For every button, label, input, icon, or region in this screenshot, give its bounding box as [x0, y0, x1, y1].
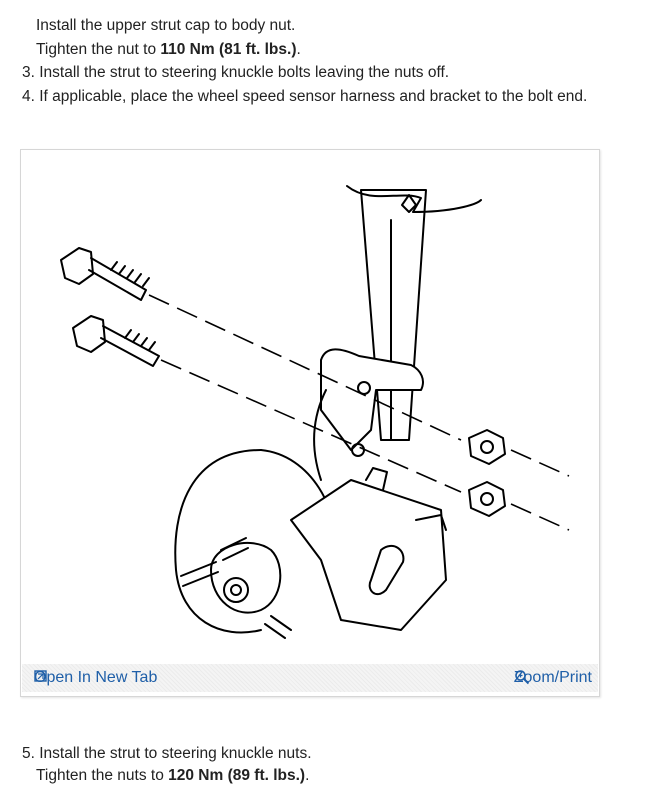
step-text: Install the strut to steering knuckle nu…	[39, 745, 312, 762]
step-number: 3.	[22, 64, 35, 81]
torque-prefix: Tighten the nuts to	[36, 767, 169, 784]
torque-suffix: .	[305, 767, 310, 784]
step-3: 3. Install the strut to steering knuckle…	[22, 63, 449, 83]
open-in-new-tab-label: Open In New Tab	[34, 669, 158, 686]
step-number: 4.	[22, 88, 35, 105]
zoom-print-label: Zoom/Print	[513, 669, 592, 686]
step-5: 5. Install the strut to steering knuckle…	[22, 744, 312, 764]
torque-value: 120 Nm (89 ft. lbs.)	[168, 767, 306, 784]
magnifier-icon	[514, 670, 529, 685]
torque-suffix: .	[296, 41, 301, 58]
step-text: Install the strut to steering knuckle bo…	[39, 64, 450, 81]
figure-toolbar: Open In New Tab Zoom/Print	[22, 664, 598, 692]
figure-box: Open In New Tab Zoom/Print	[20, 149, 600, 697]
step-text: If applicable, place the wheel speed sen…	[39, 88, 588, 105]
step-torque-line-1: Tighten the nut to 110 Nm (81 ft. lbs.).	[36, 40, 301, 60]
strut-knuckle-illustration	[60, 185, 570, 639]
open-new-tab-icon	[34, 670, 47, 682]
zoom-print-link[interactable]: Zoom/Print	[514, 669, 592, 687]
torque-prefix: Tighten the nut to	[36, 41, 161, 58]
step-number: 5.	[22, 745, 35, 762]
torque-value: 110 Nm (81 ft. lbs.)	[160, 41, 297, 58]
step-cap-line: Install the upper strut cap to body nut.	[36, 17, 296, 34]
open-in-new-tab-link[interactable]: Open In New Tab	[34, 669, 157, 687]
step-4: 4. If applicable, place the wheel speed …	[22, 87, 587, 107]
step-torque-line-2: Tighten the nuts to 120 Nm (89 ft. lbs.)…	[36, 766, 309, 786]
